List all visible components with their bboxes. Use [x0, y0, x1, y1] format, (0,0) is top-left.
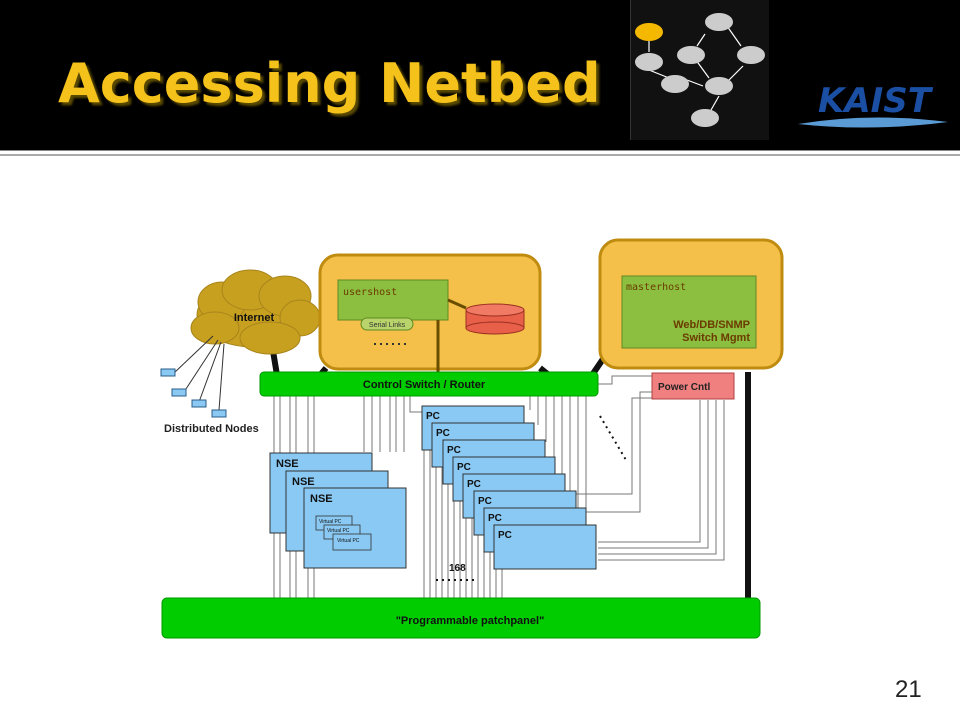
pc-label-8: PC — [498, 530, 512, 541]
masterhost-desc-line1: Web/DB/SNMP — [673, 319, 750, 331]
pc-label-6: PC — [478, 496, 492, 507]
patchpanel-label: "Programmable patchpanel" — [396, 615, 545, 627]
pc-label-2: PC — [436, 428, 450, 439]
virtual-pc-label-1: Virtual PC — [319, 519, 342, 525]
masterhost-box — [621, 275, 757, 349]
graph-logo-icon — [630, 0, 769, 140]
serial-links-label: Serial Links — [369, 322, 406, 329]
usershost-label: usershost — [343, 287, 397, 298]
pc-count-label: 168 — [449, 563, 466, 574]
pc-label-5: PC — [467, 479, 481, 490]
header-divider — [0, 150, 960, 156]
nse-label-2: NSE — [292, 476, 315, 488]
serial-links-badge — [360, 317, 414, 331]
power-control-label: Power Cntl — [658, 382, 710, 393]
masterhost-desc-line2: Switch Mgmt — [682, 332, 750, 344]
control-switch-label: Control Switch / Router — [363, 379, 486, 391]
control-switch — [259, 371, 599, 397]
page-number: 21 — [895, 676, 922, 703]
pc-stack — [421, 405, 597, 570]
virtual-pc-label-2: Virtual PC — [327, 528, 350, 534]
slide-title: Accessing Netbed — [58, 52, 601, 115]
nse-label-1: NSE — [276, 458, 299, 470]
internet-label: Internet — [234, 312, 275, 324]
virtual-pc-stack — [315, 515, 372, 551]
nse-label-3: NSE — [310, 493, 333, 505]
masterhost-label: masterhost — [626, 282, 686, 293]
internet-cloud — [190, 269, 321, 355]
programmable-patchpanel — [161, 597, 761, 639]
usershost-box — [337, 279, 449, 321]
kaist-logo-icon: KAIST — [798, 81, 948, 128]
pc-label-7: PC — [488, 513, 502, 524]
graph-node-active-icon — [635, 23, 663, 41]
nse-stack — [269, 452, 407, 569]
svg-text:KAIST: KAIST — [818, 81, 934, 121]
distributed-node-icons — [160, 368, 227, 418]
virtual-pc-label-3: Virtual PC — [337, 538, 360, 544]
pc-label-4: PC — [457, 462, 471, 473]
pc-label-3: PC — [447, 445, 461, 456]
slide-header — [0, 0, 960, 150]
power-control — [651, 372, 735, 400]
distributed-nodes-label: Distributed Nodes — [164, 423, 259, 435]
pc-label-1: PC — [426, 411, 440, 422]
database-disk-icon — [465, 303, 525, 335]
